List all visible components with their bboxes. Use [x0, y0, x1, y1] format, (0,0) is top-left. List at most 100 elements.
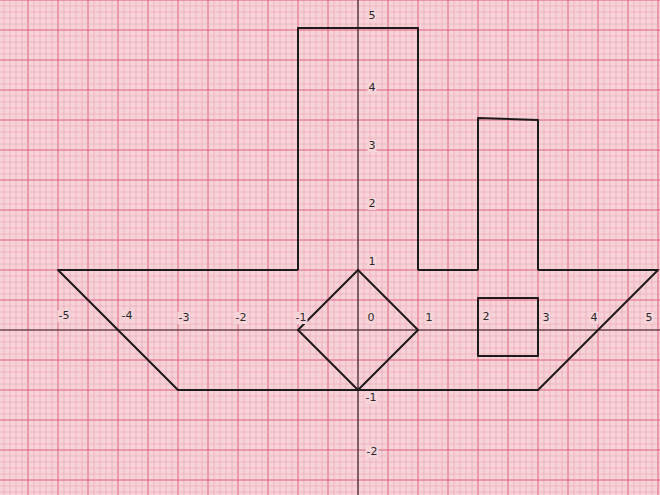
axis-number: 4 — [368, 82, 377, 94]
grid-line — [52, 0, 53, 495]
axis-number: 2 — [368, 198, 377, 210]
grid-line — [0, 60, 660, 61]
grid-line — [28, 0, 29, 495]
grid-line — [112, 0, 113, 495]
grid-line — [502, 0, 503, 495]
grid-line — [0, 246, 660, 247]
grid-line — [0, 216, 660, 217]
grid-line — [466, 0, 467, 495]
grid-line — [406, 0, 407, 495]
grid-line — [232, 0, 233, 495]
axis-number: -2 — [366, 446, 379, 458]
grid-line — [46, 0, 47, 495]
grid-line — [280, 0, 281, 495]
grid-line — [0, 432, 660, 433]
grid-line — [136, 0, 137, 495]
grid-line — [0, 174, 660, 175]
grid-line — [646, 0, 647, 495]
grid-line — [0, 156, 660, 157]
grid-line — [148, 0, 149, 495]
axis-number: 3 — [368, 140, 377, 152]
grid-line — [0, 408, 660, 409]
grid-line — [0, 426, 660, 427]
grid-line — [490, 0, 491, 495]
grid-line — [244, 0, 245, 495]
grid-line — [0, 360, 660, 361]
grid-line — [544, 0, 545, 495]
grid-line — [0, 318, 660, 319]
grid-line — [634, 0, 635, 495]
grid-line — [376, 0, 377, 495]
grid-line — [0, 36, 660, 37]
grid-line — [0, 264, 660, 265]
grid-line — [0, 132, 660, 133]
grid-line — [34, 0, 35, 495]
grid-line — [580, 0, 581, 495]
grid-line — [0, 24, 660, 25]
grid-line — [166, 0, 167, 495]
grid-line — [0, 198, 660, 199]
grid-line — [0, 138, 660, 139]
grid-line — [0, 42, 660, 43]
axis-number: -4 — [121, 310, 134, 322]
grid-line — [616, 0, 617, 495]
grid-line — [610, 0, 611, 495]
square-window — [478, 298, 538, 356]
grid-line — [484, 0, 485, 495]
grid-line — [0, 306, 660, 307]
grid-line — [0, 78, 660, 79]
grid-line — [0, 288, 660, 289]
grid-line — [424, 0, 425, 495]
axis-number: 5 — [368, 10, 377, 22]
grid-line — [94, 0, 95, 495]
grid-line — [436, 0, 437, 495]
grid-line — [652, 0, 653, 495]
grid-line — [106, 0, 107, 495]
grid-line — [0, 210, 660, 211]
deck-line — [418, 269, 478, 271]
axis-number: -1 — [365, 392, 378, 404]
grid-line — [412, 0, 413, 495]
tall-funnel — [298, 28, 418, 270]
grid-line — [0, 480, 660, 481]
x-axis — [0, 329, 660, 330]
grid-line — [622, 0, 623, 495]
grid-line — [304, 0, 305, 495]
grid-line — [0, 240, 660, 241]
grid-line — [178, 0, 179, 495]
grid-line — [496, 0, 497, 495]
grid-line — [0, 108, 660, 109]
grid-line — [0, 378, 660, 379]
grid-line — [598, 0, 599, 495]
grid-line — [442, 0, 443, 495]
grid-line — [0, 192, 660, 193]
grid-line — [0, 462, 660, 463]
grid-line — [76, 0, 77, 495]
grid-line — [0, 456, 660, 457]
grid-line — [0, 474, 660, 475]
grid-line — [0, 168, 660, 169]
grid-line — [604, 0, 605, 495]
grid-line — [454, 0, 455, 495]
grid-line — [340, 0, 341, 495]
grid-line — [292, 0, 293, 495]
grid-line — [160, 0, 161, 495]
grid-line — [640, 0, 641, 495]
grid-line — [0, 234, 660, 235]
axis-number: 3 — [542, 312, 551, 324]
grid-line — [0, 450, 660, 451]
grid-line — [154, 0, 155, 495]
grid-line — [520, 0, 521, 495]
grid-line — [508, 0, 509, 495]
grid-line — [172, 0, 173, 495]
grid-line — [88, 0, 89, 495]
grid-line — [574, 0, 575, 495]
grid-line — [0, 342, 660, 343]
grid-line — [286, 0, 287, 495]
grid-line — [328, 0, 329, 495]
grid-line — [0, 330, 660, 331]
grid-line — [0, 84, 660, 85]
axis-number: -3 — [178, 312, 191, 324]
grid-line — [0, 222, 660, 223]
grid-line — [334, 0, 335, 495]
